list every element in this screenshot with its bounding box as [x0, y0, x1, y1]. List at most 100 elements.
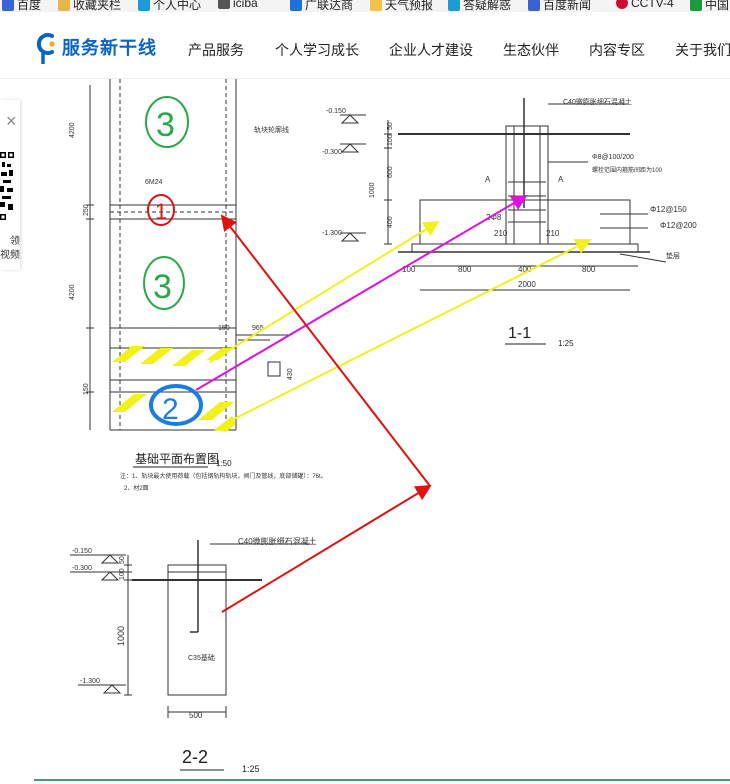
weather-icon: [370, 0, 382, 11]
section-2-2: [70, 540, 310, 718]
bars-top-label: 2Φ8: [486, 213, 502, 222]
annotation-circle-3-bottom: [143, 256, 185, 310]
dim-965: 965: [252, 325, 264, 332]
menu-personal-growth[interactable]: 个人学习成长: [275, 42, 359, 58]
cushion-label: 垫层: [666, 251, 680, 260]
outline-tag: 轨块轮廓线: [254, 125, 289, 134]
baidu-icon: [528, 0, 540, 11]
dim-100-s11: 100: [387, 134, 394, 146]
annotation-3-top: 3: [156, 106, 175, 144]
dim-150-plan: 150: [218, 325, 230, 332]
menu-products[interactable]: 产品服务: [188, 42, 244, 58]
handwritten-annotations: [143, 96, 203, 426]
rebar-12-200-label: Φ12@200: [660, 221, 697, 230]
section-1-1: [340, 98, 667, 291]
annotation-circle-1: [147, 194, 175, 226]
yellow-arrow-bottom: [231, 239, 592, 421]
dim-250: 250: [83, 204, 90, 216]
dim-50-s22: 50: [119, 556, 126, 564]
red-arrow-up: [220, 214, 431, 487]
bookmarks-bar: 百度 收藏夹栏 个人中心 iciba 广联达商 天气预报 答疑解惑 百度新闻 C…: [0, 0, 730, 13]
drawing-svg: 4200 4200 250 150 6M24 965 150 430 轨块轮廓线…: [69, 79, 697, 774]
dim-1000-s11: 1000: [369, 182, 376, 198]
folder-icon: [58, 0, 70, 11]
dim-800-left: 800: [458, 265, 472, 274]
bookmark-cctv4[interactable]: CCTV-4: [616, 0, 674, 10]
sidebar-label-video[interactable]: 视频: [0, 250, 20, 261]
dim-4200-bottom: 4200: [69, 284, 76, 300]
dim-500: 500: [189, 711, 203, 720]
menu-content[interactable]: 内容专区: [589, 42, 645, 58]
plan-title: 基础平面布置图: [135, 452, 219, 466]
annotation-circle-2: [149, 384, 203, 426]
brand-name: 服务新干线: [62, 38, 157, 58]
rebar-stirrup-label: Φ8@100/200: [592, 154, 634, 161]
close-icon[interactable]: ×: [6, 111, 17, 131]
bookmark-personal-center[interactable]: 个人中心: [138, 0, 201, 12]
sidebar-label-get[interactable]: 领: [10, 236, 20, 247]
site-header: 服务新干线 产品服务 个人学习成长 企业人才建设 生态伙伴 内容专区 关于我们: [0, 12, 730, 79]
bolt-label: 6M24: [145, 179, 163, 186]
annotation-circle-3-top: [145, 96, 189, 148]
bookmark-baidu-news[interactable]: 百度新闻: [528, 0, 591, 12]
level-0150-s22: -0.150: [72, 548, 92, 555]
service-icon: [448, 0, 460, 11]
bookmark-weather[interactable]: 天气预报: [370, 0, 433, 12]
bookmark-baidu[interactable]: 百度: [2, 0, 41, 12]
dim-210-left: 210: [494, 229, 508, 238]
dim-100-s22: 100: [119, 568, 126, 580]
dim-400-s11: 400: [387, 216, 394, 228]
dim-400-center: 400: [518, 265, 532, 274]
dim-210-right: 210: [546, 229, 560, 238]
service-icon: [138, 0, 150, 11]
section-1-1-scale: 1:25: [558, 339, 574, 348]
section-mark-a-right: A: [558, 175, 564, 184]
dim-430: 430: [287, 368, 294, 380]
menu-enterprise-talent[interactable]: 企业人才建设: [389, 42, 473, 58]
rebar-stirrup-note: 螺栓范围内箍筋间距为100: [592, 166, 663, 174]
yellow-arrow-top: [209, 220, 440, 363]
magenta-arrow: [195, 194, 528, 391]
dim-600-s11: 600: [387, 166, 394, 178]
china-icon: [690, 0, 702, 11]
c40-label-s11: C40微膨胀细石混凝土: [563, 97, 632, 106]
red-arrow-right: [221, 484, 432, 613]
c40-label-s22: C40微膨胀细石混凝土: [238, 536, 317, 546]
dim-150: 150: [83, 383, 90, 395]
annotation-arrows: [195, 194, 592, 613]
section-1-1-title: 1-1: [508, 325, 531, 342]
annotation-3-bottom: 3: [153, 268, 172, 306]
cctv-icon: [616, 0, 628, 9]
site-logo[interactable]: 服务新干线: [34, 30, 157, 64]
status-strip: [34, 779, 730, 781]
glodon-icon: [290, 0, 302, 11]
dim-1000-s22: 1000: [116, 626, 126, 646]
cad-drawing: 4200 4200 250 150 6M24 965 150 430 轨块轮廓线…: [34, 79, 730, 779]
baidu-icon: [2, 0, 14, 11]
c35-label: C35基础: [188, 653, 215, 662]
annotation-1: 1: [155, 199, 167, 224]
level-0150-s11: -0.150: [326, 108, 346, 115]
bookmark-glodon[interactable]: 广联达商: [290, 0, 353, 12]
dim-100-s11-bottom: 100: [402, 265, 416, 274]
section-mark-a-left: A: [485, 175, 491, 184]
level-1300-s11: -1.300: [322, 230, 342, 237]
floating-sidebar: × 领 视频: [0, 100, 20, 270]
section-2-2-scale: 1:25: [242, 764, 260, 774]
logo-icon: [36, 33, 55, 64]
qr-code-icon[interactable]: [0, 150, 16, 222]
level-0300-s22: -0.300: [72, 565, 92, 572]
bookmark-iciba[interactable]: iciba: [218, 0, 258, 10]
bookmark-china[interactable]: 中国: [690, 0, 729, 12]
bookmark-favorites[interactable]: 收藏夹栏: [58, 0, 121, 12]
note-2: 2、材2面: [124, 484, 149, 492]
menu-about[interactable]: 关于我们: [675, 42, 730, 58]
bookmark-qa[interactable]: 答疑解惑: [448, 0, 511, 12]
dim-50-s11: 50: [387, 122, 394, 130]
menu-partners[interactable]: 生态伙伴: [503, 42, 559, 58]
note-1: 注：1、轨块最大使用荷载（包括钢轨构轨块，阀门及管线，底部储罐）：76t。: [120, 472, 327, 480]
rebar-12-150-label: Φ12@150: [650, 205, 687, 214]
dim-4200-top: 4200: [69, 122, 76, 138]
plan-scale: 1:50: [216, 459, 232, 468]
leaf-icon: [218, 0, 230, 9]
